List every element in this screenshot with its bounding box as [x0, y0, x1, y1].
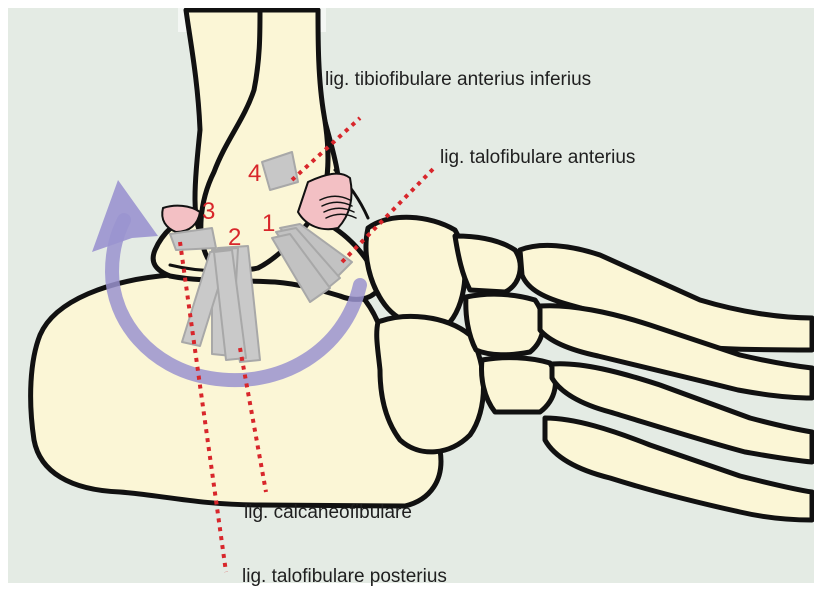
- marker-number-2: 2: [228, 226, 241, 250]
- label-lig-tibiofibulare-anterius-inferius: lig. tibiofibulare anterius inferius: [325, 70, 591, 89]
- marker-number-4: 4: [248, 162, 261, 186]
- label-lig-talofibulare-anterius: lig. talofibulare anterius: [440, 148, 635, 167]
- cuneiform-2: [466, 294, 543, 355]
- cuneiform-3: [482, 358, 556, 412]
- marker-number-1: 1: [262, 212, 275, 236]
- cuboid-bone: [377, 316, 484, 451]
- cuneiform-1: [455, 236, 520, 292]
- label-lig-talofibulare-posterius: lig. talofibulare posterius: [242, 567, 447, 586]
- marker-number-3: 3: [202, 200, 215, 224]
- label-lig-calcaneofibulare: lig. calcaneofibulare: [244, 503, 412, 522]
